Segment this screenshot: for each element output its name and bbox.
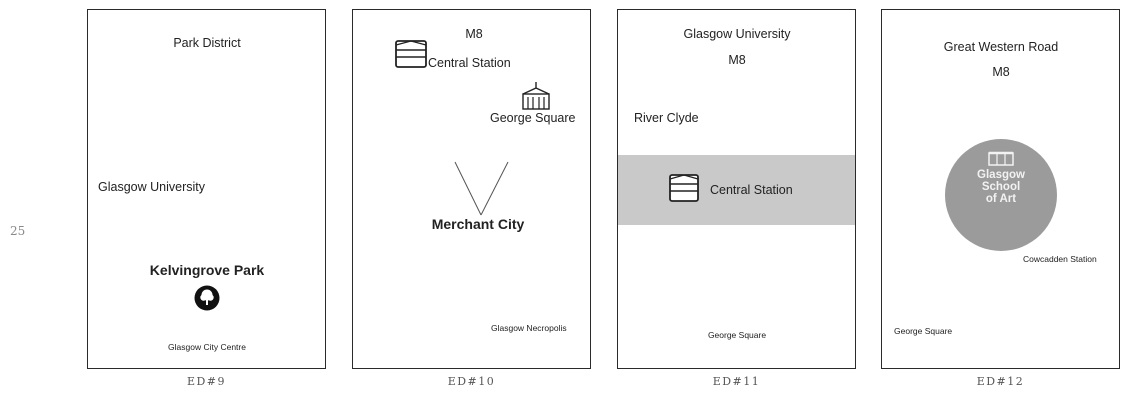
label-glasgow-university: Glasgow University: [683, 27, 791, 41]
caption-ed9: ED#9: [186, 375, 227, 388]
label-central-station: Central Station: [428, 56, 511, 70]
caption-ed12: ED#12: [976, 375, 1025, 388]
label-river-clyde: River Clyde: [634, 111, 699, 125]
label-george-square: George Square: [894, 326, 953, 336]
school-of-art-label: Glasgow School of Art: [945, 169, 1057, 205]
river-band: [618, 155, 855, 225]
caption-ed11: ED#11: [712, 375, 761, 388]
circle-line-1: Glasgow: [977, 169, 1025, 181]
tree-icon: [194, 285, 220, 311]
label-m8: M8: [465, 27, 483, 41]
label-great-western-road: Great Western Road: [943, 40, 1059, 54]
map-panel-ed11: Glasgow University M8 River Clyde Centra…: [617, 9, 856, 369]
page-number: 25: [10, 224, 26, 238]
map-panel-ed10: M8 Central Station George Square Merchan…: [352, 9, 591, 369]
label-cowcaddens-station: Cowcadden Station: [1023, 254, 1097, 264]
station-icon: [669, 174, 699, 202]
label-glasgow-necropolis: Glasgow Necropolis: [491, 323, 567, 333]
label-merchant-city: Merchant City: [431, 216, 525, 232]
label-m8: M8: [992, 65, 1010, 79]
school-of-art-circle: Glasgow School of Art: [945, 139, 1057, 251]
circle-line-3: of Art: [985, 193, 1017, 205]
label-central-station: Central Station: [710, 183, 793, 197]
label-glasgow-city-centre: Glasgow City Centre: [168, 342, 246, 352]
label-george-square: George Square: [490, 111, 576, 125]
map-panel-ed9: Park District Glasgow University Kelving…: [87, 9, 326, 369]
map-panel-ed12: Great Western Road M8 Glasgow School of …: [881, 9, 1120, 369]
label-george-square: George Square: [707, 330, 767, 340]
building-icon: [522, 82, 550, 110]
caption-ed10: ED#10: [447, 375, 496, 388]
station-icon: [395, 40, 427, 68]
label-park-district: Park District: [173, 36, 241, 50]
label-glasgow-university: Glasgow University: [98, 180, 205, 194]
label-kelvingrove-park: Kelvingrove Park: [149, 262, 265, 278]
building-icon: [988, 151, 1014, 166]
label-m8: M8: [728, 53, 746, 67]
v-lines: [454, 161, 509, 216]
circle-line-2: School: [981, 181, 1021, 193]
